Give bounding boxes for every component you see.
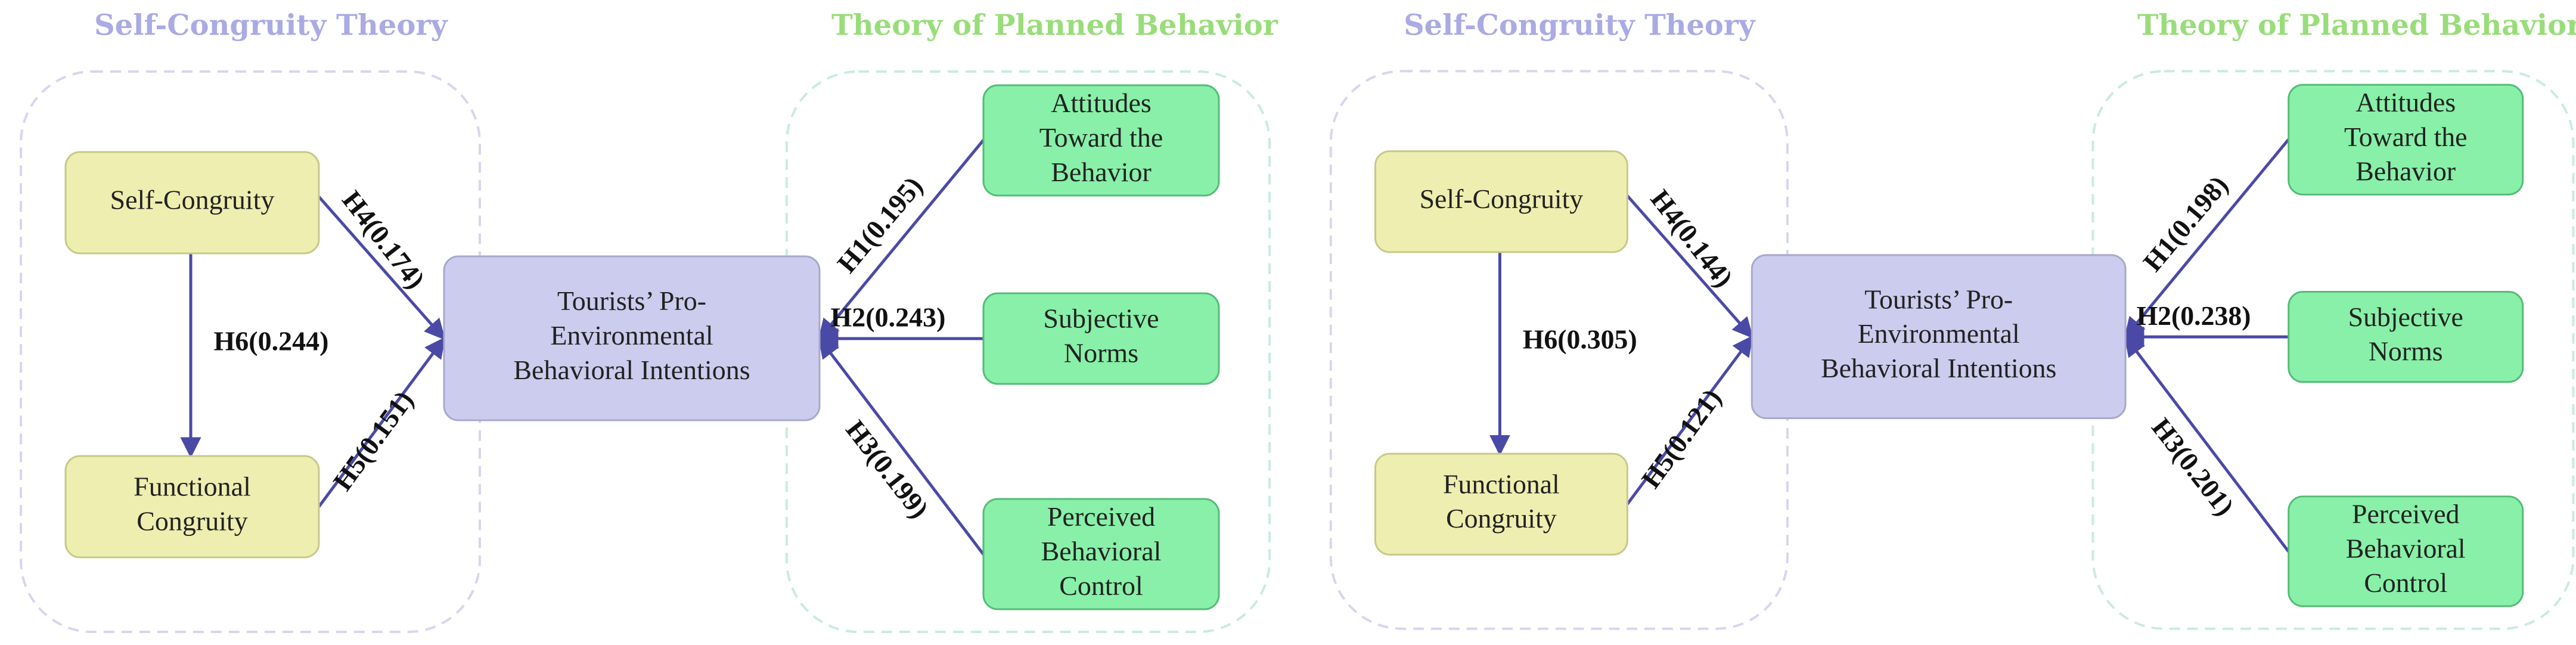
attitudes-label-line: Toward the xyxy=(1039,122,1163,153)
attitudes-box xyxy=(2288,83,2524,196)
perceived-control-box xyxy=(982,498,1220,610)
intentions-label-line: Tourists’ Pro- xyxy=(557,286,706,316)
h4-arrow xyxy=(1626,194,1753,339)
intentions-box xyxy=(1751,254,2127,419)
perceived-control-label-line: Perceived xyxy=(2352,499,2460,529)
h3-label: H3(0.199) xyxy=(840,414,935,523)
subjective-norms-label-line: Subjective xyxy=(2348,302,2463,332)
functional-congruity-label-line: Congruity xyxy=(1446,503,1557,534)
planned-behavior-theory-title: Theory of Planned Behavior xyxy=(2137,8,2576,42)
planned-behavior-group-box xyxy=(786,70,1271,633)
perceived-control-label-line: Control xyxy=(2364,568,2447,598)
functional-congruity-label-line: Functional xyxy=(134,472,251,502)
h2-label: H2(0.243) xyxy=(831,302,946,333)
perceived-control-label-line: Control xyxy=(1059,570,1143,601)
h5-arrow xyxy=(1626,335,1753,506)
model-panel-2: Self-Congruity Theory Theory of Planned B… xyxy=(1329,8,2576,630)
h6-label: H6(0.305) xyxy=(1523,324,1637,355)
h3-arrow xyxy=(818,337,985,556)
planned-behavior-theory-title: Theory of Planned Behavior xyxy=(831,9,1278,42)
h4-label: H4(0.174) xyxy=(336,185,431,294)
functional-congruity-label-line: Functional xyxy=(1443,469,1560,499)
attitudes-box xyxy=(982,84,1220,197)
planned-behavior-group-box xyxy=(2091,70,2575,630)
self-congruity-label-line: Self-Congruity xyxy=(1420,184,1584,214)
self-congruity-box xyxy=(1374,150,1628,253)
h1-arrow xyxy=(818,139,985,340)
functional-congruity-box xyxy=(1374,452,1628,556)
h2-label: H2(0.238) xyxy=(2137,300,2251,331)
h4-label: H4(0.144) xyxy=(1645,184,1739,293)
functional-congruity-label-line: Congruity xyxy=(136,506,248,537)
self-congruity-node: Self-Congruity xyxy=(1374,150,1628,253)
perceived-control-label-line: Behavioral xyxy=(1041,536,1162,566)
self-congruity-theory-title: Self-Congruity Theory xyxy=(94,9,449,42)
self-congruity-group-box xyxy=(20,70,481,633)
intentions-label-line: Behavioral Intentions xyxy=(513,355,750,385)
subjective-norms-label-line: Norms xyxy=(1064,338,1138,368)
attitudes-label-line: Behavior xyxy=(2355,156,2456,187)
h5-label: H5(0.151) xyxy=(327,385,420,496)
attitudes-label-line: Behavior xyxy=(1051,157,1152,187)
attitudes-label-line: Attitudes xyxy=(1051,88,1152,118)
functional-congruity-box xyxy=(64,455,320,559)
intentions-label-line: Tourists’ Pro- xyxy=(1864,284,2013,314)
self-congruity-group-box xyxy=(1329,70,1789,630)
perceived-control-box xyxy=(2288,495,2524,607)
intentions-label-line: Environmental xyxy=(1858,318,2020,349)
h4-arrow xyxy=(318,196,446,340)
intentions-box xyxy=(443,255,821,421)
perceived-control-label-line: Perceived xyxy=(1047,501,1155,532)
subjective-norms-box xyxy=(982,292,1220,385)
h6-label: H6(0.244) xyxy=(214,326,329,356)
self-congruity-label-line: Self-Congruity xyxy=(110,185,275,215)
self-congruity-theory-title: Self-Congruity Theory xyxy=(1404,8,1756,42)
self-congruity-node: Self-Congruity xyxy=(64,151,320,255)
attitudes-label-line: Toward the xyxy=(2344,122,2467,152)
subjective-norms-label-line: Subjective xyxy=(1043,303,1159,334)
intentions-label-line: Behavioral Intentions xyxy=(1821,353,2056,383)
h1-arrow xyxy=(2124,138,2290,339)
self-congruity-box xyxy=(64,151,320,255)
perceived-control-label-line: Behavioral xyxy=(2346,533,2466,563)
h3-label: H3(0.201) xyxy=(2146,413,2240,522)
intentions-label-line: Environmental xyxy=(550,320,713,351)
subjective-norms-label-line: Norms xyxy=(2369,336,2443,367)
model-panel-1: Self-Congruity Theory Theory of Planned B… xyxy=(20,9,1278,633)
h5-label: H5(0.121) xyxy=(1635,383,1727,494)
h3-arrow xyxy=(2124,335,2290,553)
h5-arrow xyxy=(317,337,446,508)
subjective-norms-box xyxy=(2288,291,2524,383)
attitudes-label-line: Attitudes xyxy=(2355,87,2456,117)
